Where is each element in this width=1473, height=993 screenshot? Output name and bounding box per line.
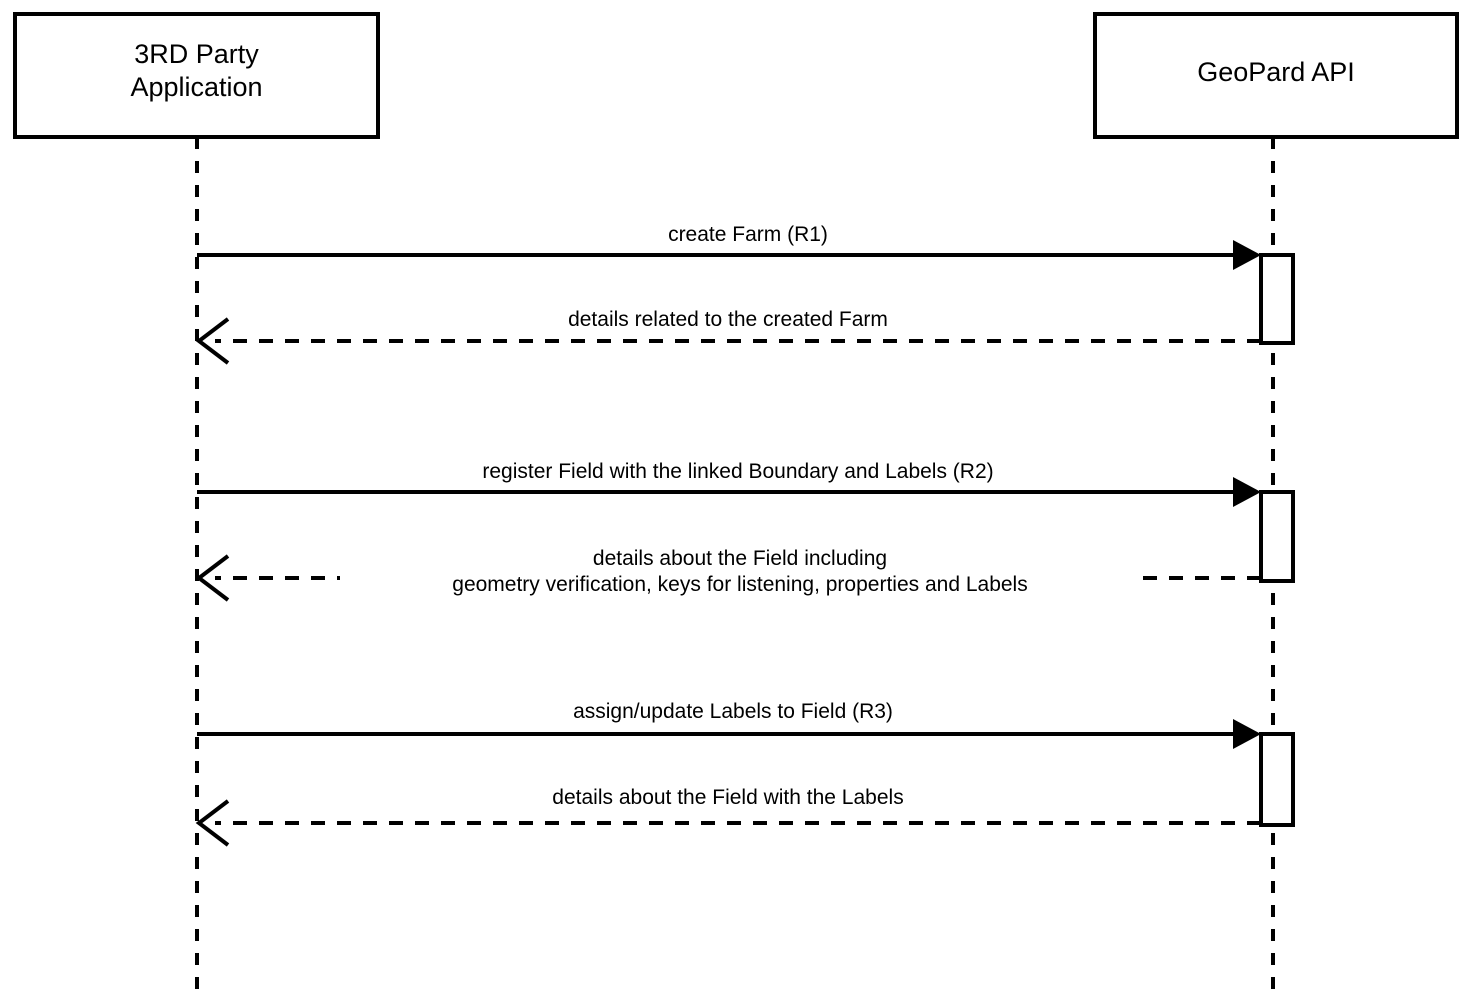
message-label-labels-details: details about the Field with the Labels (428, 785, 1028, 811)
arrowhead-filled-register-field (1233, 477, 1261, 507)
arrowhead-filled-assign-labels (1233, 719, 1261, 749)
message-label-farm-details: details related to the created Farm (428, 307, 1028, 333)
activation-bar-3 (1259, 732, 1295, 827)
message-label-create-farm: create Farm (R1) (548, 222, 948, 248)
arrowhead-open-farm-details (195, 317, 230, 365)
message-label-register-field: register Field with the linked Boundary … (338, 459, 1138, 485)
message-label-field-details-line2: geometry verification, keys for listenin… (346, 572, 1134, 598)
message-label-assign-labels: assign/update Labels to Field (R3) (433, 699, 1033, 725)
activation-bar-1 (1259, 253, 1295, 345)
arrowhead-open-field-details (195, 554, 230, 602)
participant-box-geopard-api[interactable] (1093, 12, 1459, 139)
message-label-field-details: details about the Field including geomet… (340, 546, 1140, 598)
message-label-field-details-line1: details about the Field including (346, 546, 1134, 572)
arrowhead-filled-create-farm (1233, 240, 1261, 270)
activation-bar-2 (1259, 490, 1295, 583)
arrowhead-open-labels-details (195, 799, 230, 847)
participant-box-third-party-application[interactable] (13, 12, 380, 139)
